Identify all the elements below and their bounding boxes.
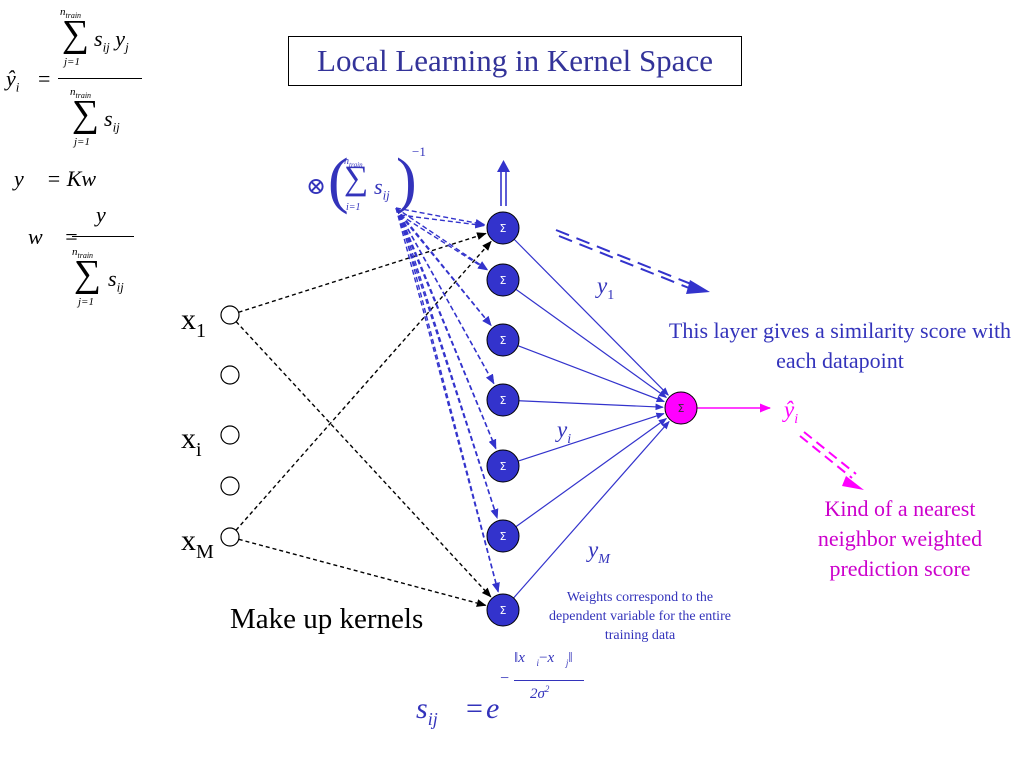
hidden-node-3 — [486, 383, 520, 417]
normalizer-link-2-1 — [399, 214, 492, 327]
hidden-node-6 — [486, 593, 520, 627]
hidden-node-2 — [486, 323, 520, 357]
weight-label-ym: yM — [588, 537, 610, 567]
nn-arrow-head — [842, 476, 864, 490]
normalizer-link-0-1 — [400, 214, 486, 229]
formula-normalizer: ⊗ ( ntrain ∑ i=1 sij ) −1 — [306, 144, 426, 215]
hidden-node-4 — [486, 449, 520, 483]
hidden-node-sigma-0: Σ — [500, 222, 507, 235]
input-label-x1: x1 — [181, 303, 206, 342]
hidden-node-0 — [486, 211, 520, 245]
formula-w: w⃗ = y⃗ ntrain ∑ j=1 sij — [0, 200, 160, 320]
normalizer-link-4-1 — [399, 214, 497, 450]
weight-label-yi: yi — [557, 417, 572, 447]
normalizer-link-0-0 — [395, 207, 486, 227]
normalizer-link-1-1 — [399, 214, 488, 271]
weighted-link-0 — [513, 238, 669, 396]
weighted-link-1 — [515, 288, 668, 398]
hidden-node-sigma-6: Σ — [500, 604, 507, 617]
kernel-link-3 — [238, 538, 487, 607]
up-arrow-head — [497, 160, 510, 172]
kernel-link-0 — [238, 232, 487, 313]
normalizer-link-3-1 — [399, 214, 495, 385]
input-node-2 — [220, 425, 240, 445]
weighted-link-4 — [518, 412, 665, 462]
normalizer-connections — [395, 207, 500, 593]
normalizer-link-5-1 — [399, 214, 499, 519]
layer-arrow-head — [686, 280, 710, 294]
make-up-kernels-label: Make up kernels — [230, 603, 424, 635]
hidden-node-5 — [486, 519, 520, 553]
input-node-1 — [220, 365, 240, 385]
normalizer-link-1-0 — [395, 207, 489, 270]
hidden-node-1 — [486, 263, 520, 297]
kernel-link-2 — [235, 240, 492, 531]
weight-label-y1: y1 — [597, 273, 615, 303]
weighted-link-2 — [517, 345, 665, 403]
hidden-node-sigma-4: Σ — [500, 460, 507, 473]
similarity-layer-note: This layer gives a similarity score with… — [668, 318, 1012, 373]
formula-kernel: sij = e − ‖x⃗i−x⃗j‖ 2σ2 — [410, 644, 610, 744]
output-label: ŷi — [784, 397, 799, 427]
normalizer-link-6-1 — [399, 214, 500, 593]
output-node — [664, 391, 698, 425]
kernel-link-1 — [235, 321, 492, 598]
layer-arrow-line-0 — [555, 229, 697, 287]
input-node-4 — [220, 527, 240, 547]
input-label-xi: xi — [181, 422, 202, 461]
slide-title: Local Learning in Kernel Space — [288, 36, 742, 86]
input-node-0 — [220, 305, 240, 325]
hidden-node-sigma-2: Σ — [500, 334, 507, 347]
network-nodes: Σ Σ Σ Σ Σ Σ Σ Σ — [220, 211, 698, 627]
normalizer-link-5-0 — [395, 207, 499, 519]
input-kernel-connections — [235, 232, 492, 607]
weighted-link-6 — [513, 420, 670, 599]
decorative-arrows — [497, 160, 864, 490]
layer-arrow-line-1 — [558, 235, 700, 293]
weighted-link-3 — [518, 400, 664, 411]
nn-arrow-line-0 — [799, 435, 853, 479]
weighted-connections — [513, 238, 670, 599]
input-label-xm: xM — [181, 524, 214, 563]
hidden-node-sigma-3: Σ — [500, 394, 507, 407]
hidden-node-sigma-1: Σ — [500, 274, 507, 287]
weighted-link-5 — [515, 418, 668, 528]
formula-yhat: ŷi = ntrain ∑ j=1 sij yj ntrain ∑ j=1 si… — [0, 0, 160, 160]
nn-arrow-line-1 — [803, 431, 857, 475]
weights-note: Weights correspond to the dependent vari… — [549, 590, 731, 643]
output-node-sigma: Σ — [678, 402, 685, 415]
formula-y-kw: y⃗ = Kw⃗ — [14, 166, 114, 191]
nearest-neighbor-note: Kind of a nearest neighbor weighted pred… — [817, 496, 983, 581]
hidden-node-sigma-5: Σ — [500, 530, 507, 543]
input-node-3 — [220, 476, 240, 496]
